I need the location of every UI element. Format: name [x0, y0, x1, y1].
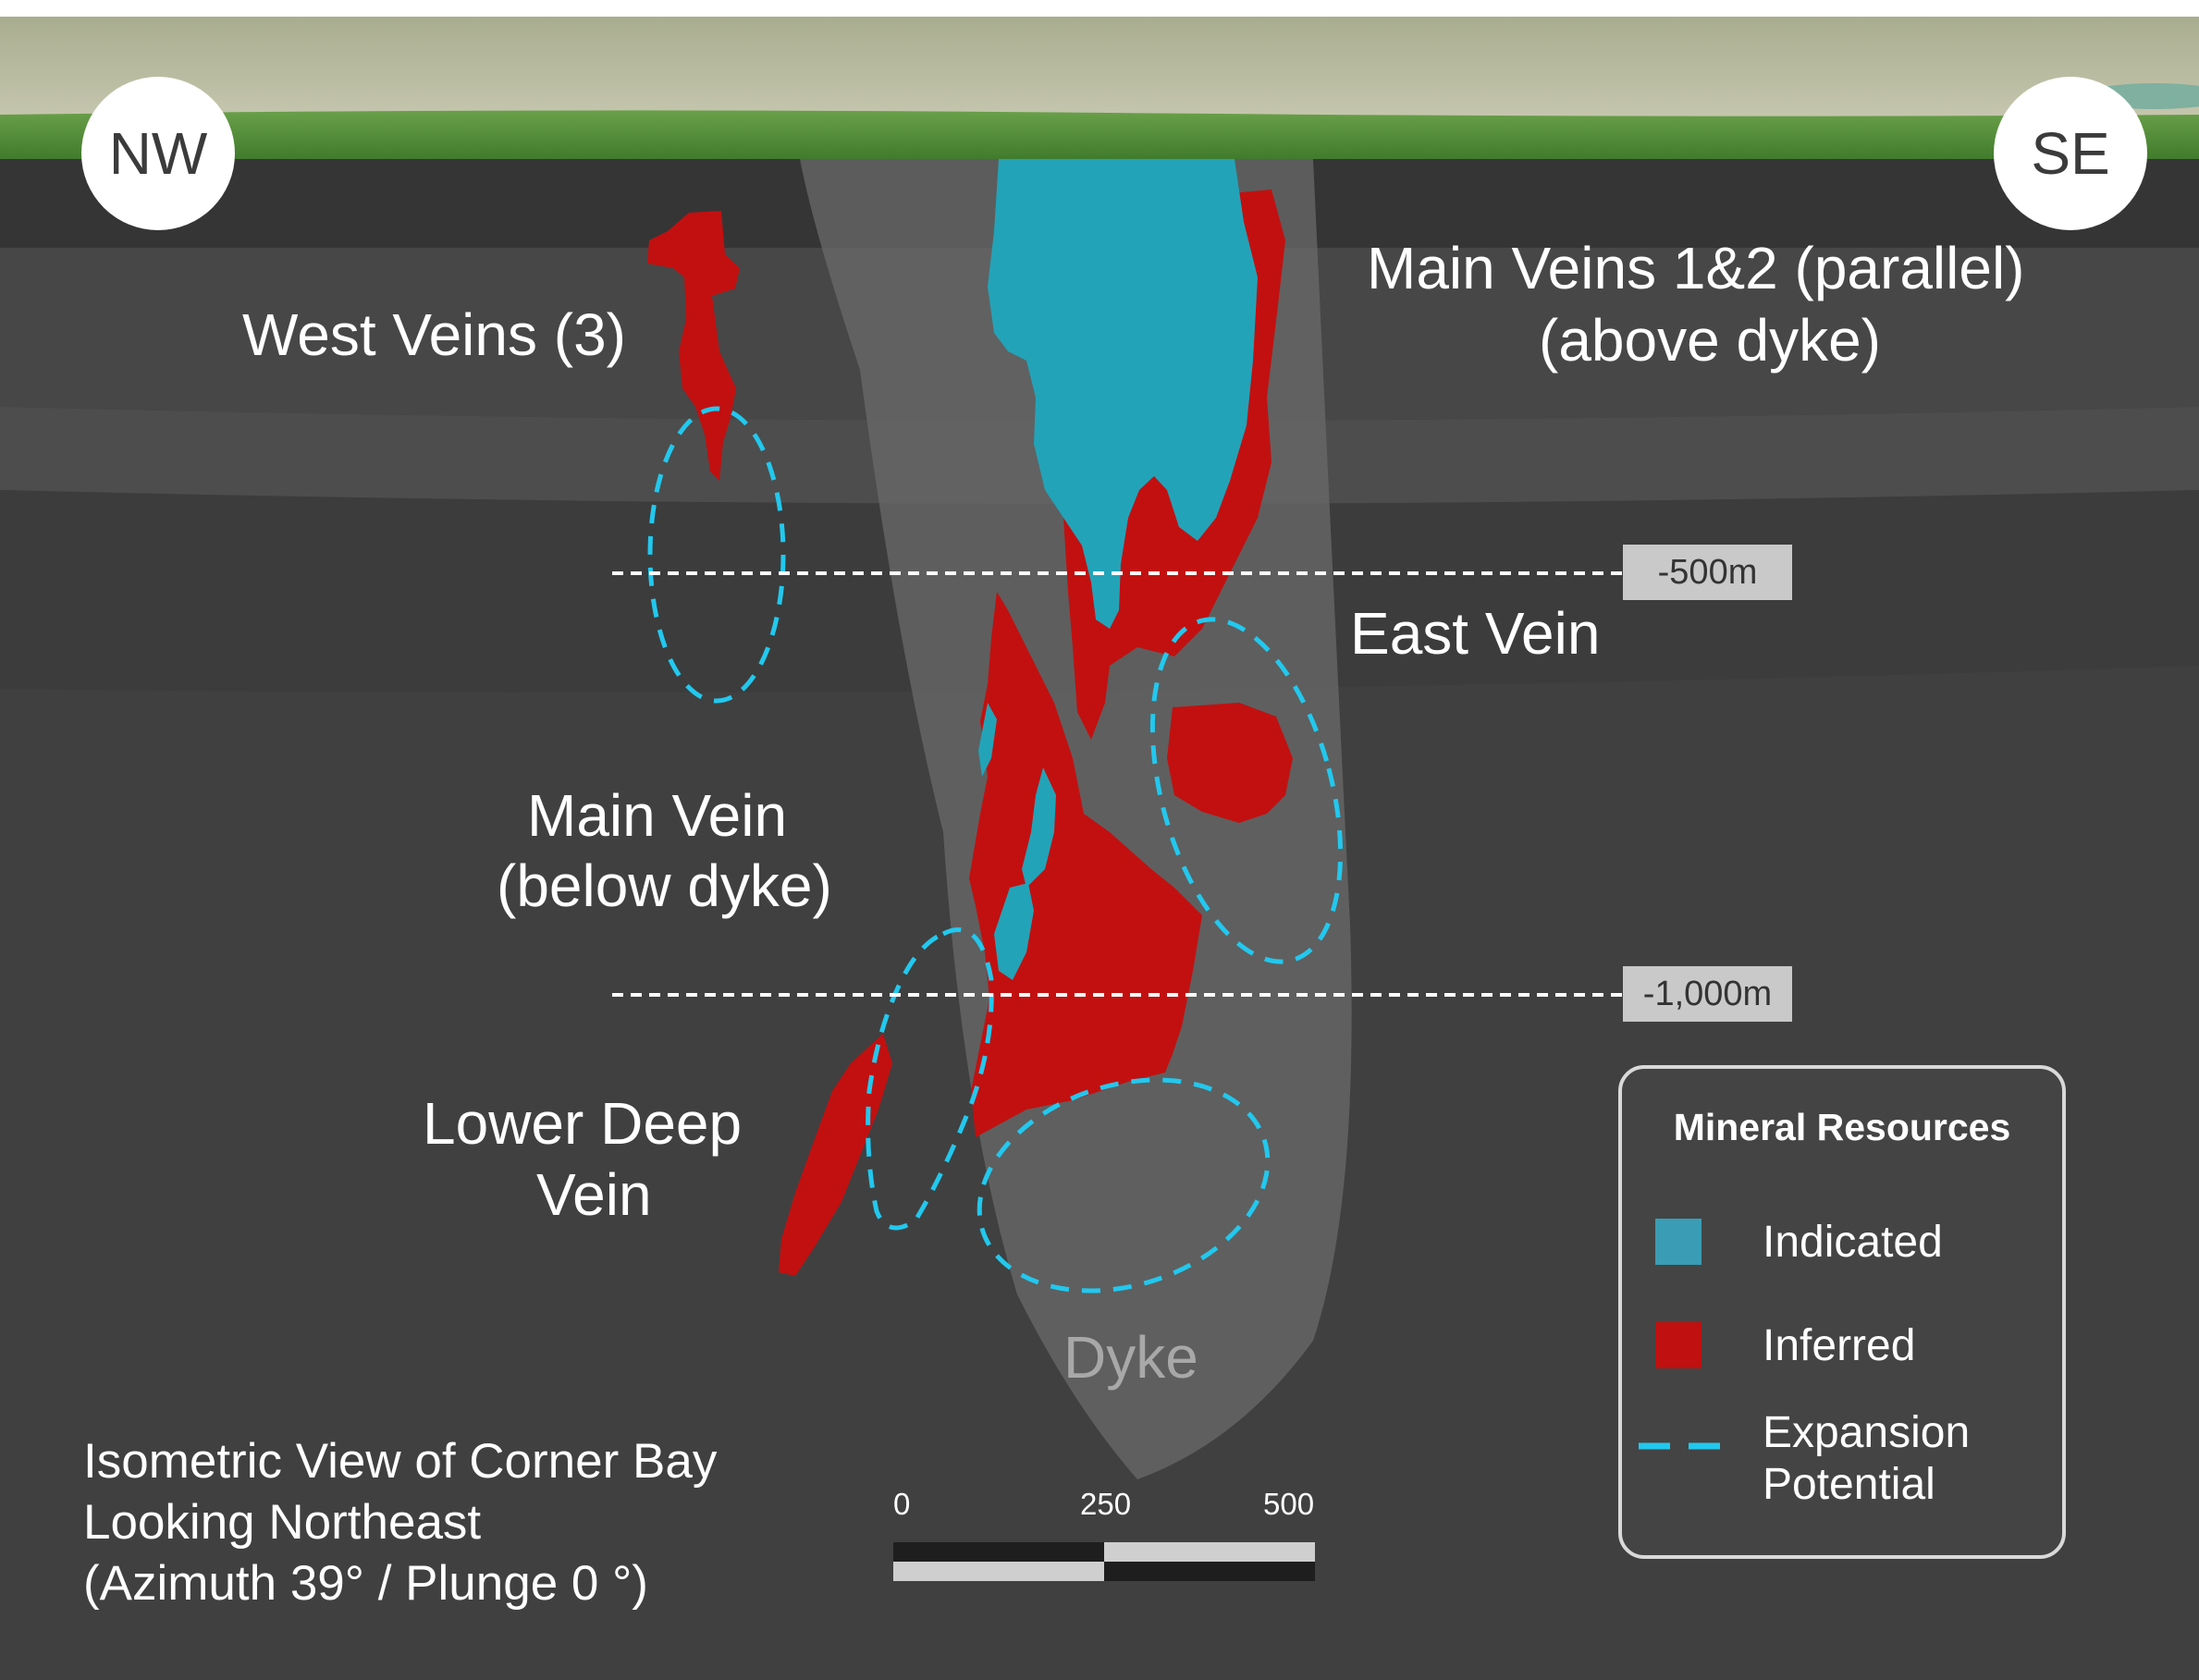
label-lower-deep-1: Lower Deep	[423, 1090, 743, 1157]
inferred-swatch	[1655, 1322, 1701, 1368]
scale-bar-seg	[1104, 1562, 1315, 1581]
grass-strip	[0, 110, 2199, 161]
main-vein-inferred	[969, 592, 1202, 1137]
legend-item-inferred: Inferred	[1622, 1313, 2062, 1387]
label-lower-deep-2: Vein	[536, 1161, 652, 1228]
legend-box: Mineral Resources Indicated Inferred Exp…	[1618, 1065, 2066, 1559]
compass-se: SE	[1994, 77, 2147, 230]
legend-item-indicated: Indicated	[1622, 1209, 2062, 1283]
lower-deep-vein-inferred	[779, 1034, 892, 1276]
caption-line-3: (Azimuth 39° / Plunge 0 °)	[83, 1556, 648, 1611]
legend-label-expansion-2: Potential	[1763, 1460, 1935, 1509]
indicated-swatch	[1655, 1219, 1701, 1265]
label-main-veins-2: (above dyke)	[1539, 307, 1881, 374]
scale-tick-0: 0	[893, 1487, 911, 1521]
east-expansion-ellipse	[1149, 617, 1344, 964]
east-vein-inferred	[1167, 703, 1293, 823]
expansion-dash-icon	[1639, 1442, 1724, 1450]
west-vein-inferred	[647, 211, 740, 481]
scale-bar-seg	[893, 1542, 1104, 1562]
main-vein-indicated	[1022, 767, 1056, 888]
label-main-vein-1: Main Vein	[527, 782, 788, 849]
legend-label-expansion-1: Expansion	[1763, 1408, 1971, 1457]
scale-tick-250: 250	[1080, 1487, 1132, 1521]
expansion-outlines	[647, 406, 1344, 1294]
main-vein-indicated	[978, 703, 997, 777]
scale-bar-seg	[1104, 1542, 1315, 1562]
main-vein-indicated	[994, 883, 1034, 980]
lower-deep-expansion-outline	[866, 927, 994, 1231]
main-veins-indicated	[988, 159, 1258, 629]
legend-label-inferred: Inferred	[1763, 1321, 1916, 1370]
label-main-vein-2: (below dyke)	[497, 852, 832, 919]
depth-tag-1000: -1,000m	[1623, 966, 1792, 1022]
label-main-veins-1: Main Veins 1&2 (parallel)	[1367, 235, 2025, 301]
legend-label-indicated: Indicated	[1763, 1218, 1943, 1267]
legend-title: Mineral Resources	[1673, 1106, 2011, 1148]
depth-tag-500: -500m	[1623, 545, 1792, 600]
west-expansion-ellipse	[647, 406, 786, 704]
label-east-vein: East Vein	[1350, 600, 1601, 667]
caption-line-1: Isometric View of Corner Bay	[83, 1434, 718, 1489]
view-caption: Isometric View of Corner Bay Looking Nor…	[83, 1431, 717, 1614]
sky-band	[0, 17, 2199, 118]
label-dyke: Dyke	[1063, 1324, 1198, 1391]
scale-tick-500: 500	[1263, 1487, 1315, 1521]
legend-item-expansion: Expansion Potential	[1622, 1407, 2062, 1527]
caption-line-2: Looking Northeast	[83, 1495, 482, 1550]
scale-bar-seg	[893, 1562, 1104, 1581]
compass-nw: NW	[81, 77, 235, 230]
top-margin	[0, 0, 2199, 17]
label-west-veins: West Veins (3)	[242, 301, 626, 368]
dyke-expansion-ellipse	[977, 1077, 1271, 1294]
